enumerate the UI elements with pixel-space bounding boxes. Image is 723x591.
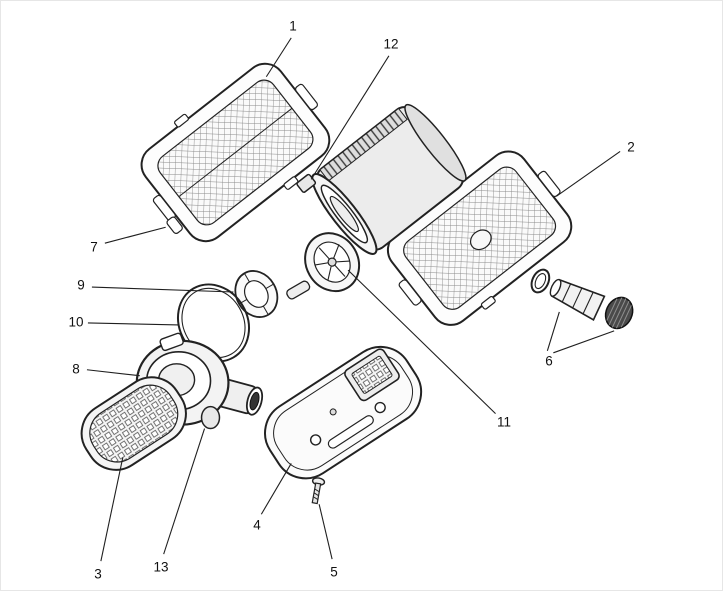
- hose-barb: [549, 278, 606, 321]
- leader-line-4: [260, 463, 292, 515]
- part-label-7: 7: [90, 239, 98, 255]
- part-label-9: 9: [77, 277, 85, 293]
- base-plate-slot: [327, 415, 374, 449]
- hose-connector-set: [530, 268, 634, 330]
- part-label-12: 12: [383, 36, 399, 52]
- leader-line-8: [86, 369, 140, 377]
- hose-nut: [604, 296, 634, 330]
- leader-line-5: [318, 504, 333, 560]
- impeller: [304, 232, 361, 293]
- filter-shell-right: [386, 150, 573, 326]
- part-label-6: 6: [545, 353, 553, 369]
- part-label-5: 5: [330, 564, 338, 580]
- base-plate-hole-right: [374, 401, 386, 414]
- filter-shell-top: [140, 62, 331, 243]
- base-plate-box-grid: [351, 355, 393, 394]
- base-plate-hole-left: [309, 434, 322, 446]
- motor-front-ring-inner: [329, 195, 360, 233]
- motor-rear-cap: [404, 103, 467, 182]
- motor-fins: [319, 107, 408, 182]
- base-plate-inner: [273, 354, 414, 471]
- leader-line-10: [87, 322, 179, 326]
- impeller-cover: [234, 270, 279, 318]
- hose-o-ring: [530, 268, 551, 294]
- leader-line-9: [91, 286, 234, 293]
- part-label-1: 1: [289, 18, 297, 34]
- part-label-11: 11: [496, 414, 512, 430]
- filter-shell-latch-bottom: [283, 176, 299, 190]
- part-label-13: 13: [153, 559, 169, 575]
- pump-mount-tab: [159, 332, 184, 352]
- intake-grate: [80, 376, 187, 471]
- filter-shell-latch-top: [174, 113, 189, 128]
- leader-line-1: [265, 37, 292, 78]
- part-label-4: 4: [253, 517, 261, 533]
- leader-line-7: [104, 226, 166, 244]
- leader-line-12: [310, 55, 390, 180]
- part-label-10: 10: [68, 314, 84, 330]
- leader-line-2: [556, 151, 621, 197]
- leader-line-3: [100, 457, 124, 562]
- base-plate: [264, 345, 423, 480]
- filter-shell-latch-corner: [166, 216, 183, 234]
- part-label-2: 2: [627, 139, 635, 155]
- filter-shell-top-seam: [178, 107, 293, 198]
- filter-shell-right-tab: [480, 295, 496, 310]
- motor-body: [311, 103, 467, 255]
- leader-line-11: [347, 269, 496, 414]
- filter-shell-right-boss: [469, 229, 492, 251]
- impeller-shaft-center: [327, 257, 337, 267]
- filter-shell-right-clip-left: [398, 279, 422, 306]
- part-label-8: 8: [72, 361, 80, 377]
- leader-line-6: [546, 311, 560, 351]
- base-plate-stud: [329, 408, 337, 416]
- screw: [311, 477, 326, 505]
- leader-line-13: [163, 428, 206, 555]
- spacer-plate: [296, 173, 317, 193]
- filter-shell-clip-right: [294, 83, 319, 111]
- impeller-shaft: [286, 280, 311, 300]
- part-label-3: 3: [94, 566, 102, 582]
- leader-line-6: [553, 330, 615, 354]
- pump-plug: [200, 405, 221, 430]
